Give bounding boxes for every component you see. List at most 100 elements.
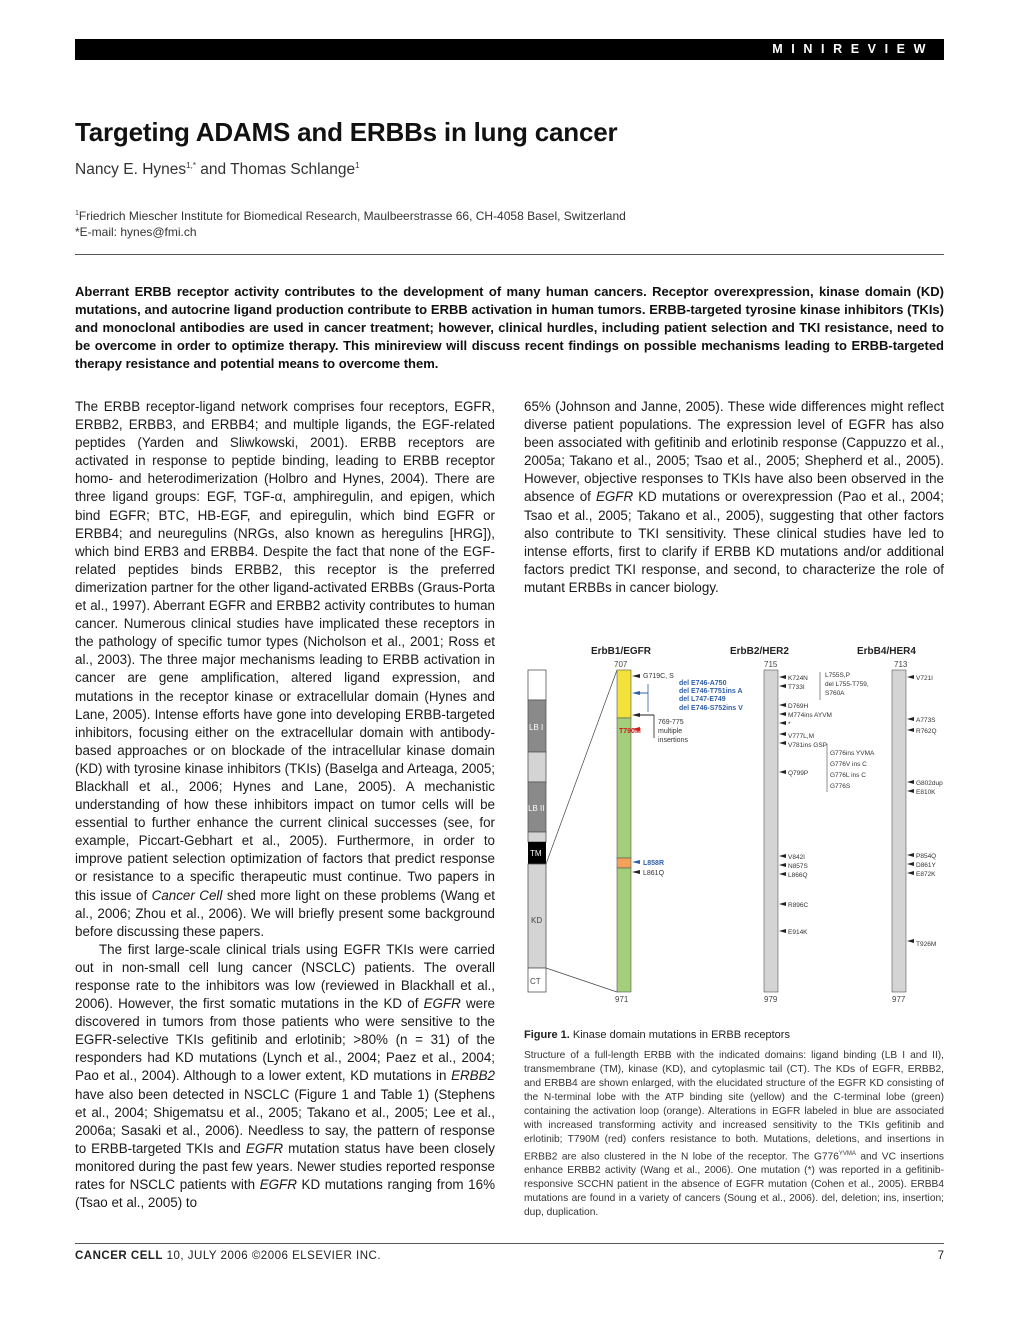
figure-caption-title: Figure 1. Kinase domain mutations in ERB… bbox=[524, 1029, 790, 1041]
mutation-arrow bbox=[632, 691, 640, 695]
journal-citation: 10, JULY 2006 ©2006 ELSEVIER INC. bbox=[162, 1250, 382, 1262]
her2-e914k-label: E914K bbox=[788, 929, 808, 936]
egfr-ins1-label: 769-775 bbox=[658, 719, 684, 726]
contact-email[interactable]: *E-mail: hynes@fmi.ch bbox=[75, 225, 197, 239]
mutation-arrow bbox=[779, 703, 786, 707]
body-text: were discovered in tumors from those pat… bbox=[75, 996, 496, 1084]
her2-l866q-label: L866Q bbox=[788, 872, 808, 879]
author-name: Nancy E. Hynes bbox=[75, 161, 187, 179]
mutation-arrow bbox=[907, 789, 914, 793]
figure-caption: Structure of a full-length ERBB with the… bbox=[524, 1049, 944, 1220]
egfr-header: ErbB1/EGFR bbox=[591, 646, 652, 657]
her2-v777-label: V777L,M bbox=[788, 733, 814, 740]
author-list: Nancy E. Hynes1,* and Thomas Schlange1 bbox=[75, 161, 360, 179]
author-affiliation-mark: 1 bbox=[355, 161, 360, 170]
her2-end-residue: 979 bbox=[764, 995, 778, 1004]
mutation-arrow bbox=[779, 732, 786, 736]
mutation-arrow bbox=[907, 871, 914, 875]
mutation-arrow bbox=[779, 770, 786, 774]
page-number: 7 bbox=[937, 1250, 944, 1262]
affiliation-text: Friedrich Miescher Institute for Biomedi… bbox=[78, 209, 626, 223]
body-text: 65% (Johnson and Janne, 2005). These wid… bbox=[524, 399, 944, 505]
her4-kd-bar: 713 977 bbox=[891, 660, 908, 1004]
her4-t926m-label: T926M bbox=[916, 941, 936, 948]
egfr-del1-label: del E746-A750 bbox=[679, 680, 727, 687]
body-text: mutation status have been closely monito… bbox=[75, 1140, 495, 1193]
body-column-left: The ERBB receptor-ligand network compris… bbox=[75, 398, 495, 1212]
section-label: MINIREVIEW bbox=[772, 42, 934, 56]
figure-label: Figure 1. bbox=[524, 1029, 570, 1041]
body-paragraph: The ERBB receptor-ligand network compris… bbox=[75, 398, 495, 941]
egfr-activation-loop bbox=[616, 857, 632, 869]
her4-d861y-label: D861Y bbox=[916, 862, 937, 869]
egfr-ins3-label: insertions bbox=[658, 737, 688, 744]
figure-title: Kinase domain mutations in ERBB receptor… bbox=[569, 1029, 790, 1041]
egfr-end-residue: 971 bbox=[615, 995, 629, 1004]
mutation-arrow bbox=[779, 863, 786, 867]
her4-end-residue: 977 bbox=[892, 995, 906, 1004]
header-divider bbox=[75, 254, 944, 255]
egfr-kd-bar: 707 971 bbox=[614, 660, 632, 1004]
her4-mutations: V721I A773S R762Q G802dup E810K P854Q D8… bbox=[907, 675, 943, 948]
body-text: KD mutations or overexpression (Pao et a… bbox=[524, 489, 944, 595]
affiliation-block: 1Friedrich Miescher Institute for Biomed… bbox=[75, 206, 626, 240]
mutation-arrow bbox=[779, 684, 786, 688]
domain-lb2-label: LB II bbox=[528, 804, 544, 813]
footer-divider bbox=[75, 1243, 944, 1244]
mutation-arrow bbox=[779, 902, 786, 906]
her2-s760a-label: S760A bbox=[825, 690, 845, 697]
mutation-arrow bbox=[779, 712, 786, 716]
her2-g776l-label: G776L ins C bbox=[830, 772, 866, 779]
body-text-italic: Cancer Cell bbox=[151, 887, 223, 903]
her2-d769h-label: D769H bbox=[788, 703, 809, 710]
author-affiliation-mark: 1,* bbox=[186, 161, 196, 170]
mutation-arrow bbox=[907, 675, 914, 679]
her4-a773s-label: A773S bbox=[916, 717, 936, 724]
body-text-italic: EGFR bbox=[595, 489, 634, 505]
mutation-arrow bbox=[632, 727, 640, 731]
body-paragraph: 65% (Johnson and Janne, 2005). These wid… bbox=[524, 398, 944, 597]
her2-k724n-label: K724N bbox=[788, 675, 808, 682]
abstract: Aberrant ERBB receptor activity contribu… bbox=[75, 284, 944, 371]
receptor-schematic: LB I LB II TM KD CT bbox=[527, 669, 547, 993]
her2-g776s-label: G776S bbox=[830, 783, 851, 790]
her4-header: ErbB4/HER4 bbox=[857, 646, 916, 657]
journal-footer: CANCER CELL 10, JULY 2006 ©2006 ELSEVIER… bbox=[75, 1250, 381, 1262]
mutation-arrow bbox=[779, 721, 786, 725]
egfr-del4-label: del E746-S752ins V bbox=[679, 705, 743, 712]
her2-header: ErbB2/HER2 bbox=[730, 646, 789, 657]
mutation-arrow bbox=[779, 872, 786, 876]
mutation-arrow bbox=[779, 741, 786, 745]
mutation-arrow bbox=[632, 860, 640, 864]
author-name: and Thomas Schlange bbox=[195, 161, 356, 179]
body-text: shed more light on these problems (Wang … bbox=[75, 887, 495, 939]
her4-kd-rect bbox=[891, 669, 907, 993]
body-text-italic: EGFR bbox=[259, 1177, 297, 1193]
mutation-arrow bbox=[907, 862, 914, 866]
her2-g776yvma-label: G776ins YVMA bbox=[830, 750, 875, 757]
her2-start-residue: 715 bbox=[764, 660, 778, 669]
mutation-arrow bbox=[907, 717, 914, 721]
her2-v842i-label: V842I bbox=[788, 854, 805, 861]
her2-del-l755-label: del L755-T759, bbox=[825, 681, 869, 688]
her2-n857s-label: N857S bbox=[788, 863, 809, 870]
egfr-c-lobe-tail bbox=[616, 867, 632, 993]
egfr-ins2-label: multiple bbox=[658, 728, 682, 735]
her2-kd-bar: 715 979 bbox=[763, 660, 779, 1004]
egfr-start-residue: 707 bbox=[614, 660, 628, 669]
article-title: Targeting ADAMS and ERBBs in lung cancer bbox=[75, 117, 618, 147]
egfr-l858r-label: L858R bbox=[643, 860, 664, 867]
her4-e810k-label: E810K bbox=[916, 789, 936, 796]
projection-line bbox=[545, 669, 618, 865]
her2-q799p-label: Q799P bbox=[788, 770, 808, 777]
domain-cr1 bbox=[527, 751, 547, 783]
mutation-arrow bbox=[907, 853, 914, 857]
caption-text: Structure of a full-length ERBB with the… bbox=[524, 1050, 944, 1163]
domain-lb1-label: LB I bbox=[529, 723, 543, 732]
her4-v721i-label: V721I bbox=[916, 675, 933, 682]
caption-text: and VC insertions enhance ERBB2 activity… bbox=[524, 1151, 944, 1219]
journal-name: CANCER CELL bbox=[75, 1250, 163, 1262]
mutation-arrow bbox=[779, 854, 786, 858]
her2-v781-label: V781ins GSP bbox=[788, 742, 827, 749]
mutation-arrow bbox=[779, 675, 786, 679]
